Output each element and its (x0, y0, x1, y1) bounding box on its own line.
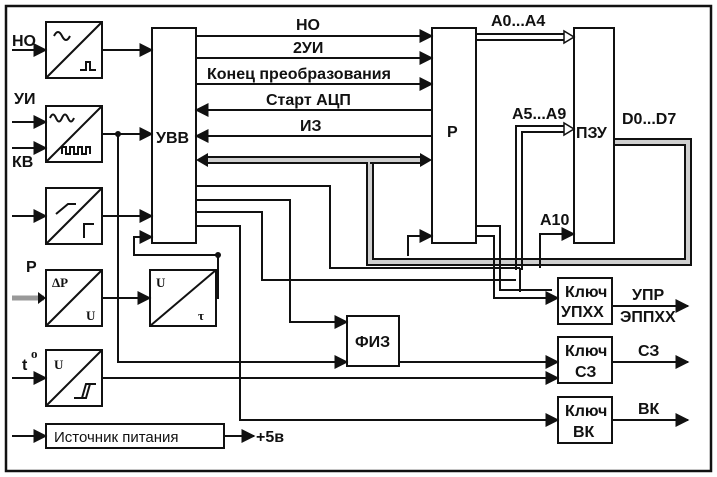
bus-adc-start-label: Старт АЦП (266, 92, 351, 109)
converter-u-tau: U τ (149, 269, 217, 327)
bus-d0-d7-label: D0...D7 (622, 111, 676, 128)
pzu-label: ПЗУ (576, 125, 608, 142)
output-plus5-label: +5в (256, 429, 284, 446)
converter-temperature: U (45, 349, 103, 407)
input-ui-label: УИ (14, 91, 35, 108)
bus-a5-a9-label: А5...А9 (512, 106, 566, 123)
input-p-label: Р (26, 259, 37, 276)
converter-pressure: ΔP U (45, 269, 103, 327)
key-vk-label-2: ВК (573, 424, 595, 441)
output-vk-label: ВК (638, 401, 660, 418)
key-upxx-label-2: УПХХ (561, 304, 604, 321)
converter-throttle (45, 187, 103, 245)
u2-label: U (156, 275, 166, 290)
bus-conv-end-label: Конец преобразования (207, 66, 391, 83)
pzu-block (573, 27, 615, 244)
u1-label: U (86, 308, 96, 323)
output-sz-label: СЗ (638, 343, 659, 360)
fiz-block (346, 315, 400, 367)
output-eppxx-label: ЭППХХ (620, 309, 676, 326)
fiz-label: ФИЗ (355, 334, 390, 351)
p-block (431, 27, 477, 244)
output-upr-label: УПР (632, 287, 664, 304)
key-upxx-label-1: Ключ (565, 284, 607, 301)
bus-2ui-label: 2УИ (293, 40, 323, 57)
bus-a0-a4-label: А0...А4 (491, 13, 545, 30)
u3-label: U (54, 357, 64, 372)
input-ho-label: НО (12, 33, 36, 50)
power-supply-label: Источник питания (54, 429, 179, 446)
p-block-label: Р (447, 124, 458, 141)
key-vk-label-1: Ключ (565, 403, 607, 420)
data-bus (196, 138, 692, 266)
key-upxx-block (557, 277, 613, 325)
key-sz-label-1: Ключ (565, 343, 607, 360)
bus-ho-label: НО (296, 17, 320, 34)
outer-frame (4, 4, 713, 473)
uvv-label: УВВ (156, 130, 189, 147)
bus-a10-label: А10 (540, 212, 569, 229)
tau-label: τ (198, 308, 204, 323)
converter-ui-kv (45, 105, 103, 163)
dp-label: ΔP (52, 275, 68, 290)
input-kv-label: КВ (12, 154, 33, 171)
input-t-sup: o (31, 346, 38, 361)
bus-iz-label: ИЗ (300, 118, 322, 135)
converter-ho (45, 21, 103, 79)
uvv-block (151, 27, 197, 244)
key-sz-label-2: СЗ (575, 364, 596, 381)
key-sz-block (557, 336, 613, 384)
input-t-label: t (22, 357, 28, 374)
